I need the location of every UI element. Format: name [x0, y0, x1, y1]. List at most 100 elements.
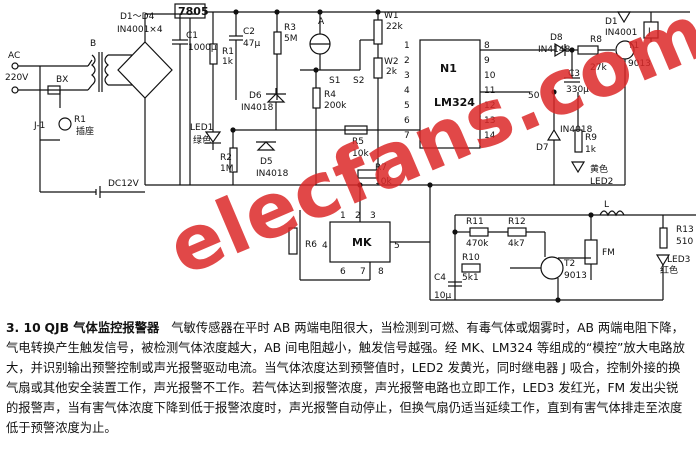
r12-label: R12 — [508, 217, 526, 227]
fuse-label: BX — [56, 75, 68, 85]
bridge-part: IN4001×4 — [117, 25, 163, 35]
d8-label: D8 — [550, 33, 563, 43]
c3-value: 330μ — [566, 85, 589, 95]
d7-label: D7 — [536, 143, 549, 153]
svg-text:6: 6 — [404, 116, 410, 126]
svg-text:8: 8 — [484, 41, 490, 51]
led1-color: 绿色 — [193, 134, 211, 146]
svg-text:7: 7 — [360, 267, 366, 277]
d5-label: D5 — [260, 157, 273, 167]
t1-value: 9013 — [628, 59, 651, 69]
svg-text:9: 9 — [484, 56, 490, 66]
relay-j — [643, 21, 659, 39]
l-label: L — [604, 200, 609, 210]
r1-label: R1 — [222, 47, 234, 57]
svg-text:1: 1 — [404, 41, 410, 51]
r11-value: 470k — [466, 239, 489, 249]
r6-resistor — [288, 227, 298, 255]
r5-resistor — [344, 125, 368, 135]
led2 — [570, 161, 586, 174]
svg-text:10: 10 — [484, 71, 496, 81]
circuit-schematic: AC 220V BX J-1 R1 插座 B D1～D4 IN4001×4 C1… — [5, 3, 696, 303]
bridge-rectifier — [117, 41, 173, 99]
r5-value: 10k — [352, 149, 369, 159]
d5-diode — [256, 141, 276, 151]
led3 — [655, 254, 671, 267]
r4-resistor — [312, 87, 321, 109]
c4-value: 10μ — [434, 291, 451, 301]
d7-diode — [546, 128, 562, 141]
svg-text:3: 3 — [404, 71, 410, 81]
sensor-label-a: A — [318, 17, 325, 27]
relay-label: J — [647, 27, 651, 37]
r2-label: R2 — [220, 153, 232, 163]
dc-label: DC12V — [108, 179, 140, 189]
svg-text:8: 8 — [378, 267, 384, 277]
r8-resistor — [577, 45, 599, 55]
svg-text:12: 12 — [484, 101, 495, 111]
socket — [58, 117, 72, 131]
r6-label: R6 — [305, 240, 317, 250]
r4-value: 200k — [324, 101, 347, 111]
d1-diode — [616, 11, 632, 24]
r8-value: 27k — [590, 63, 607, 73]
led1-label: LED1 — [190, 123, 213, 133]
c2-label: C2 — [243, 27, 255, 37]
w2-potentiometer — [373, 57, 383, 79]
d8-diode — [554, 42, 567, 58]
r10-label: R10 — [462, 253, 480, 263]
lm324-label: LM324 — [434, 96, 475, 109]
regulator-label: 7805 — [178, 5, 209, 18]
d5-value: IN4018 — [256, 169, 289, 179]
ac-voltage: 220V — [5, 73, 29, 83]
figure-caption: 3. 10 QJB 气体监控报警器 气敏传感器在平时 AB 两端电阻很大，当检测… — [6, 318, 690, 438]
r9-label: R9 — [585, 133, 597, 143]
c1-label: C1 — [186, 31, 198, 41]
svg-text:4: 4 — [322, 241, 328, 251]
r9-value: 1k — [585, 145, 597, 155]
ac-label: AC — [8, 51, 20, 61]
r3-resistor — [273, 31, 282, 55]
svg-text:7: 7 — [404, 131, 410, 141]
led2-color: 黄色 — [590, 163, 608, 175]
svg-text:11: 11 — [484, 86, 495, 96]
r12-value: 4k7 — [508, 239, 525, 249]
figure-title: QJB 气体监控报警器 — [44, 321, 160, 335]
c4-label: C4 — [434, 273, 446, 283]
svg-text:5: 5 — [394, 241, 400, 251]
t2-label: T2 — [563, 259, 575, 269]
r5-label: R5 — [352, 137, 364, 147]
svg-text:3: 3 — [370, 211, 376, 221]
r7-resistor — [357, 169, 379, 179]
svg-text:13: 13 — [484, 116, 495, 126]
svg-text:2: 2 — [355, 211, 361, 221]
r10-resistor — [461, 263, 481, 273]
svg-text:6: 6 — [340, 267, 346, 277]
r10-value: 5k1 — [462, 273, 479, 283]
d1-value: IN4001 — [605, 28, 637, 38]
led3-color: 红色 — [660, 264, 678, 276]
c2-value: 47μ — [243, 39, 260, 49]
c1-value: 1000μ — [188, 43, 217, 53]
r12-resistor — [507, 227, 527, 237]
svg-text:4: 4 — [404, 86, 410, 96]
d6-label: D6 — [249, 91, 262, 101]
r7-value: 10k — [375, 177, 392, 187]
w1-value: 22k — [386, 22, 403, 32]
lm324-pins: 1 2 3 4 5 6 7 8 9 10 11 12 13 14 — [404, 41, 496, 141]
transformer-label: B — [90, 39, 96, 49]
r13-resistor — [659, 227, 668, 249]
ac-terminal — [11, 62, 19, 70]
svg-text:5: 5 — [404, 101, 410, 111]
w1-label: W1 — [384, 11, 399, 21]
t2-transistor — [540, 256, 564, 280]
lm324-opamp — [419, 39, 481, 149]
r4-label: R4 — [324, 90, 336, 100]
r8-label: R8 — [590, 35, 602, 45]
d1-label: D1 — [605, 17, 618, 27]
r3-value: 5M — [284, 34, 298, 44]
r3-label: R3 — [284, 23, 296, 33]
buzzer-fm — [584, 239, 598, 265]
led3-label: LED3 — [667, 255, 690, 265]
r7-label: R7 — [375, 163, 387, 173]
